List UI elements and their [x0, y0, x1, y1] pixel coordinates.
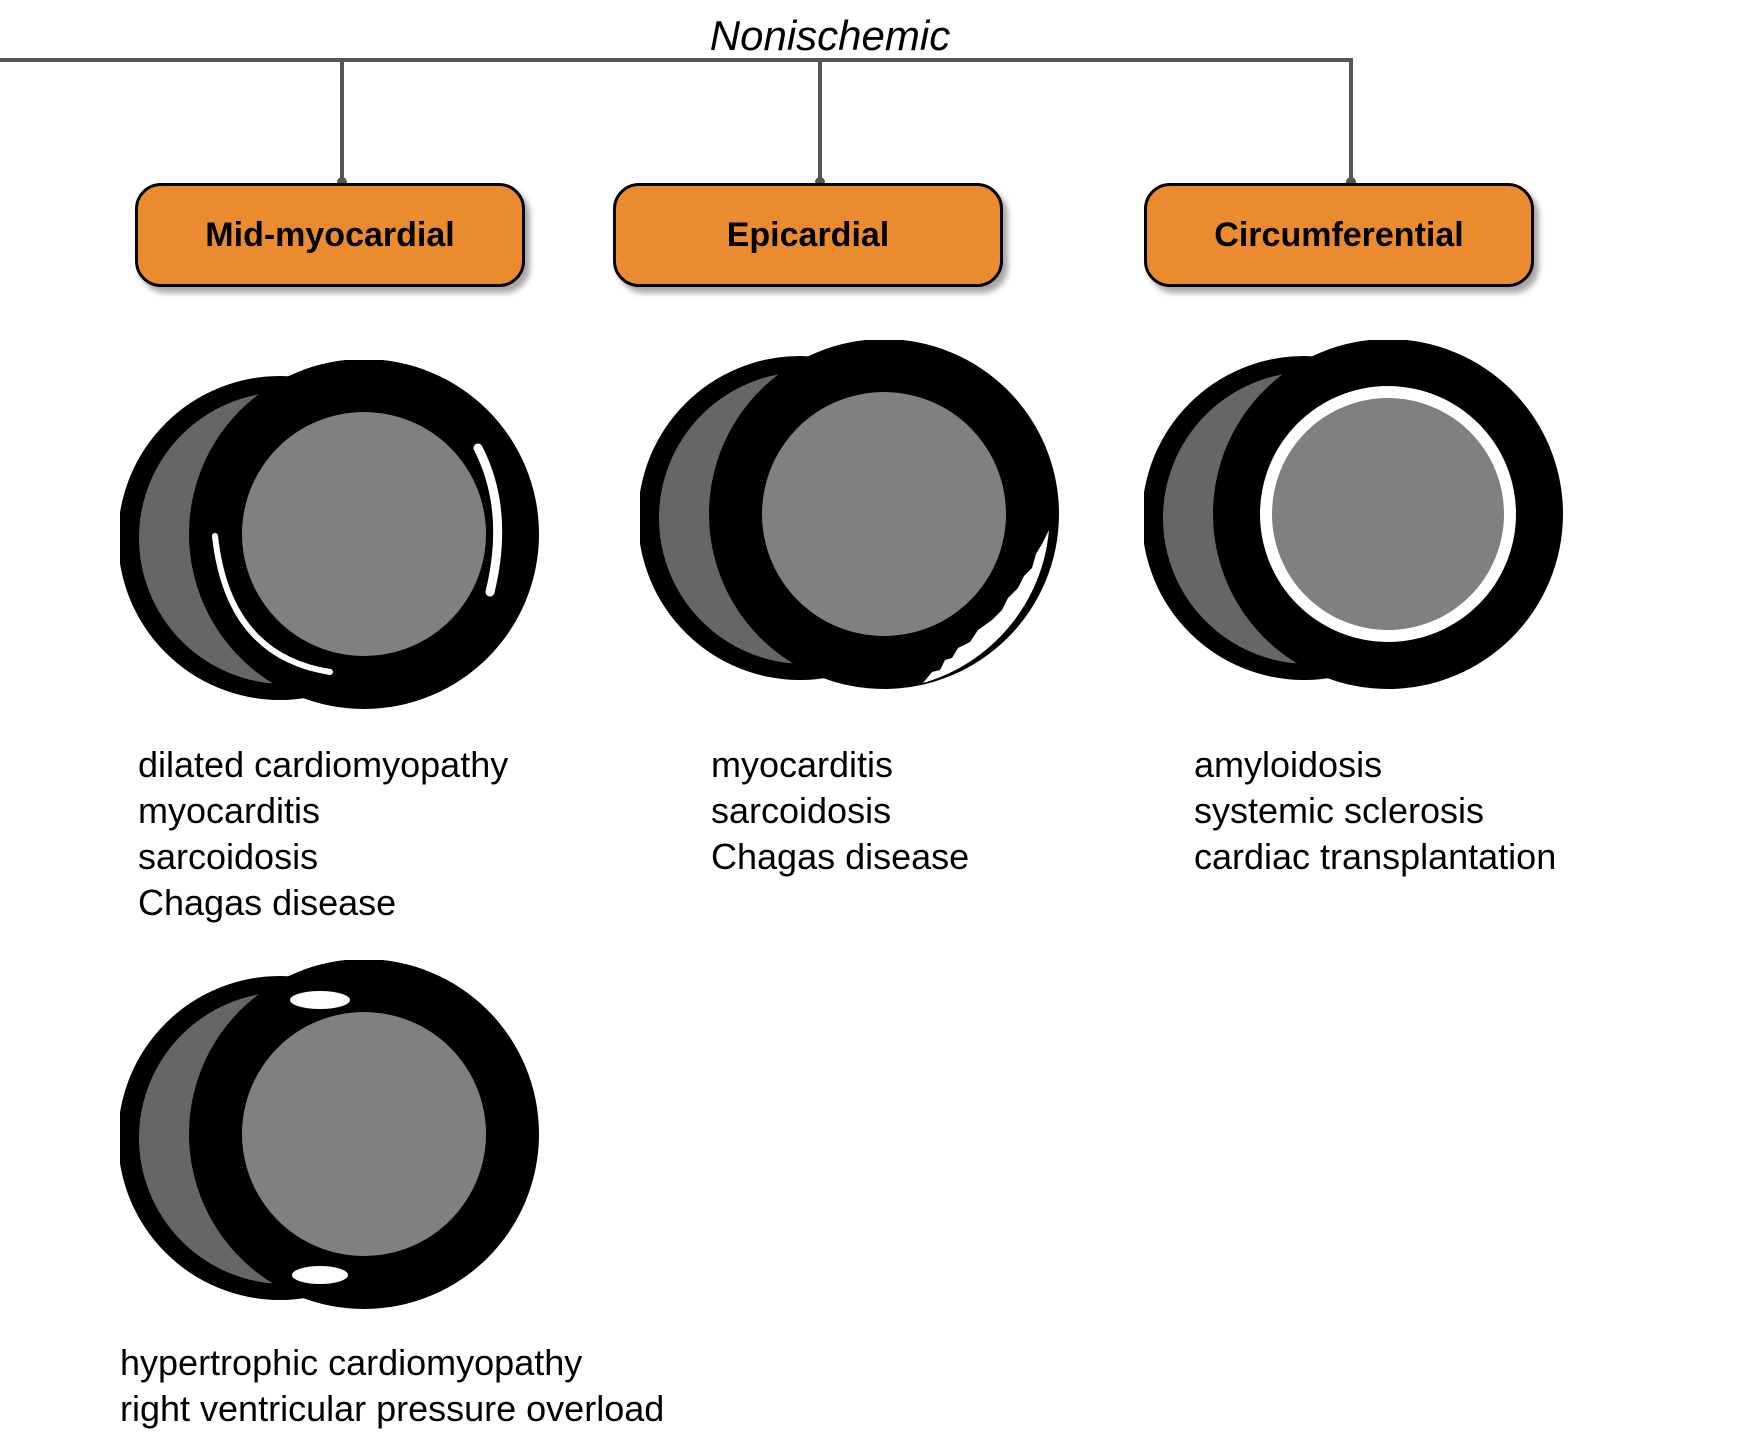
heart-mid-myocardial-stripe — [120, 360, 539, 709]
enhancement-lateral-stripe — [473, 443, 503, 597]
category-label-circumferential: Circumferential — [1214, 215, 1464, 254]
category-box-epicardial: Epicardial — [613, 183, 1003, 287]
conditions-mid-myocardial-insertion: hypertrophic cardiomyopathy right ventri… — [120, 1340, 664, 1432]
lv-cavity — [762, 392, 1006, 636]
enhancement-anterior-insertion — [290, 991, 350, 1009]
condition-item: Chagas disease — [711, 836, 970, 877]
condition-item: Chagas disease — [138, 882, 397, 923]
diagram-title: Nonischemic — [709, 12, 951, 59]
condition-item: sarcoidosis — [138, 836, 319, 877]
category-box-circumferential: Circumferential — [1144, 183, 1534, 287]
condition-item: systemic sclerosis — [1194, 790, 1485, 831]
condition-item: myocarditis — [711, 744, 894, 785]
condition-item: amyloidosis — [1194, 744, 1383, 785]
condition-item: dilated cardiomyopathy — [138, 744, 509, 785]
heart-epicardial — [640, 340, 1059, 689]
heart-circumferential — [1144, 340, 1563, 689]
lv-cavity — [242, 1012, 486, 1256]
conditions-epicardial: myocarditis sarcoidosis Chagas disease — [711, 742, 969, 880]
condition-item: myocarditis — [138, 790, 321, 831]
conditions-circumferential: amyloidosis systemic sclerosis cardiac t… — [1194, 742, 1556, 880]
condition-item: cardiac transplantation — [1194, 836, 1557, 877]
lv-cavity — [242, 412, 486, 656]
conditions-mid-myocardial-stripe: dilated cardiomyopathy myocarditis sarco… — [138, 742, 508, 926]
condition-item: hypertrophic cardiomyopathy — [120, 1342, 583, 1383]
heart-mid-myocardial-insertion — [120, 960, 539, 1309]
category-label-mid-myocardial: Mid-myocardial — [205, 215, 455, 254]
category-box-mid-myocardial: Mid-myocardial — [135, 183, 525, 287]
enhancement-septal-stripe — [212, 533, 333, 675]
enhancement-inferior-insertion — [292, 1266, 348, 1284]
lv-cavity — [1272, 398, 1504, 630]
condition-item: right ventricular pressure overload — [120, 1388, 665, 1429]
condition-item: sarcoidosis — [711, 790, 892, 831]
category-label-epicardial: Epicardial — [726, 215, 890, 254]
